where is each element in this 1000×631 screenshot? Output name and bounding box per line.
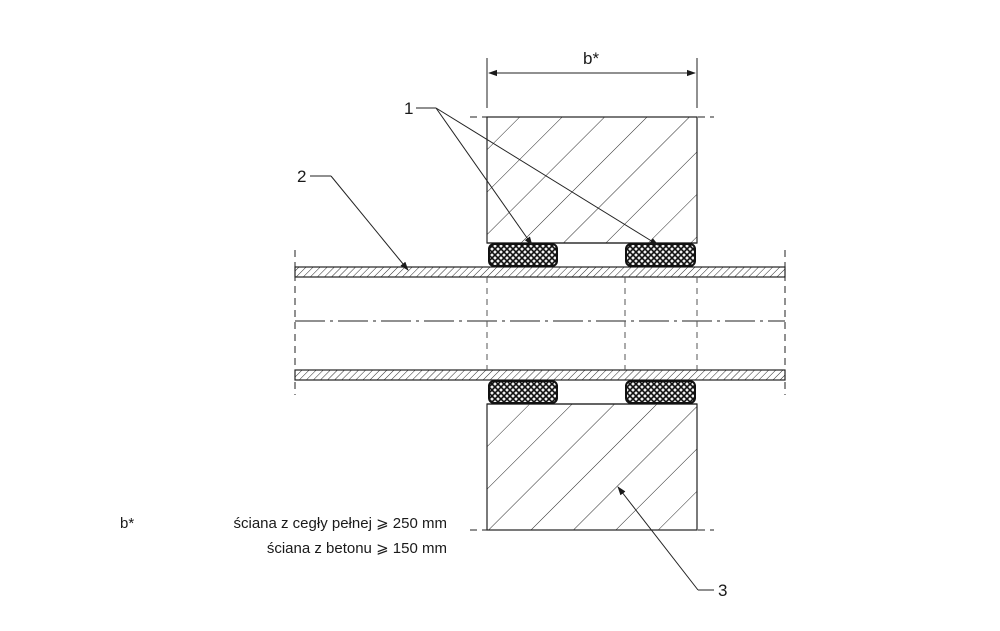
seal-rings — [488, 243, 696, 404]
callout-pipe-number: 2 — [297, 167, 306, 186]
note-marker: b* — [120, 515, 134, 532]
notes: b* ściana z cegły pełnej ⩾ 250 mm ściana… — [120, 515, 447, 557]
seal-ring-lower-left — [488, 380, 558, 404]
note-brick-wall: ściana z cegły pełnej ⩾ 250 mm — [233, 515, 447, 532]
wall-upper — [470, 116, 714, 244]
seal-ring-lower-right — [625, 380, 696, 404]
hidden-lines — [486, 277, 698, 370]
callout-seal: 1 — [404, 99, 659, 246]
seal-ring-upper-right — [625, 243, 696, 267]
seal-ring-upper-left — [488, 243, 558, 267]
note-concrete-wall: ściana z betonu ⩾ 150 mm — [267, 540, 447, 557]
dimension-b: b* — [486, 49, 698, 108]
pipe — [294, 250, 786, 395]
callout-pipe: 2 — [297, 167, 409, 271]
callout-wall-number: 3 — [718, 581, 727, 600]
callout-wall: 3 — [617, 486, 727, 600]
callout-seal-number: 1 — [404, 99, 413, 118]
dimension-label: b* — [583, 49, 599, 68]
wall-lower — [470, 403, 714, 531]
